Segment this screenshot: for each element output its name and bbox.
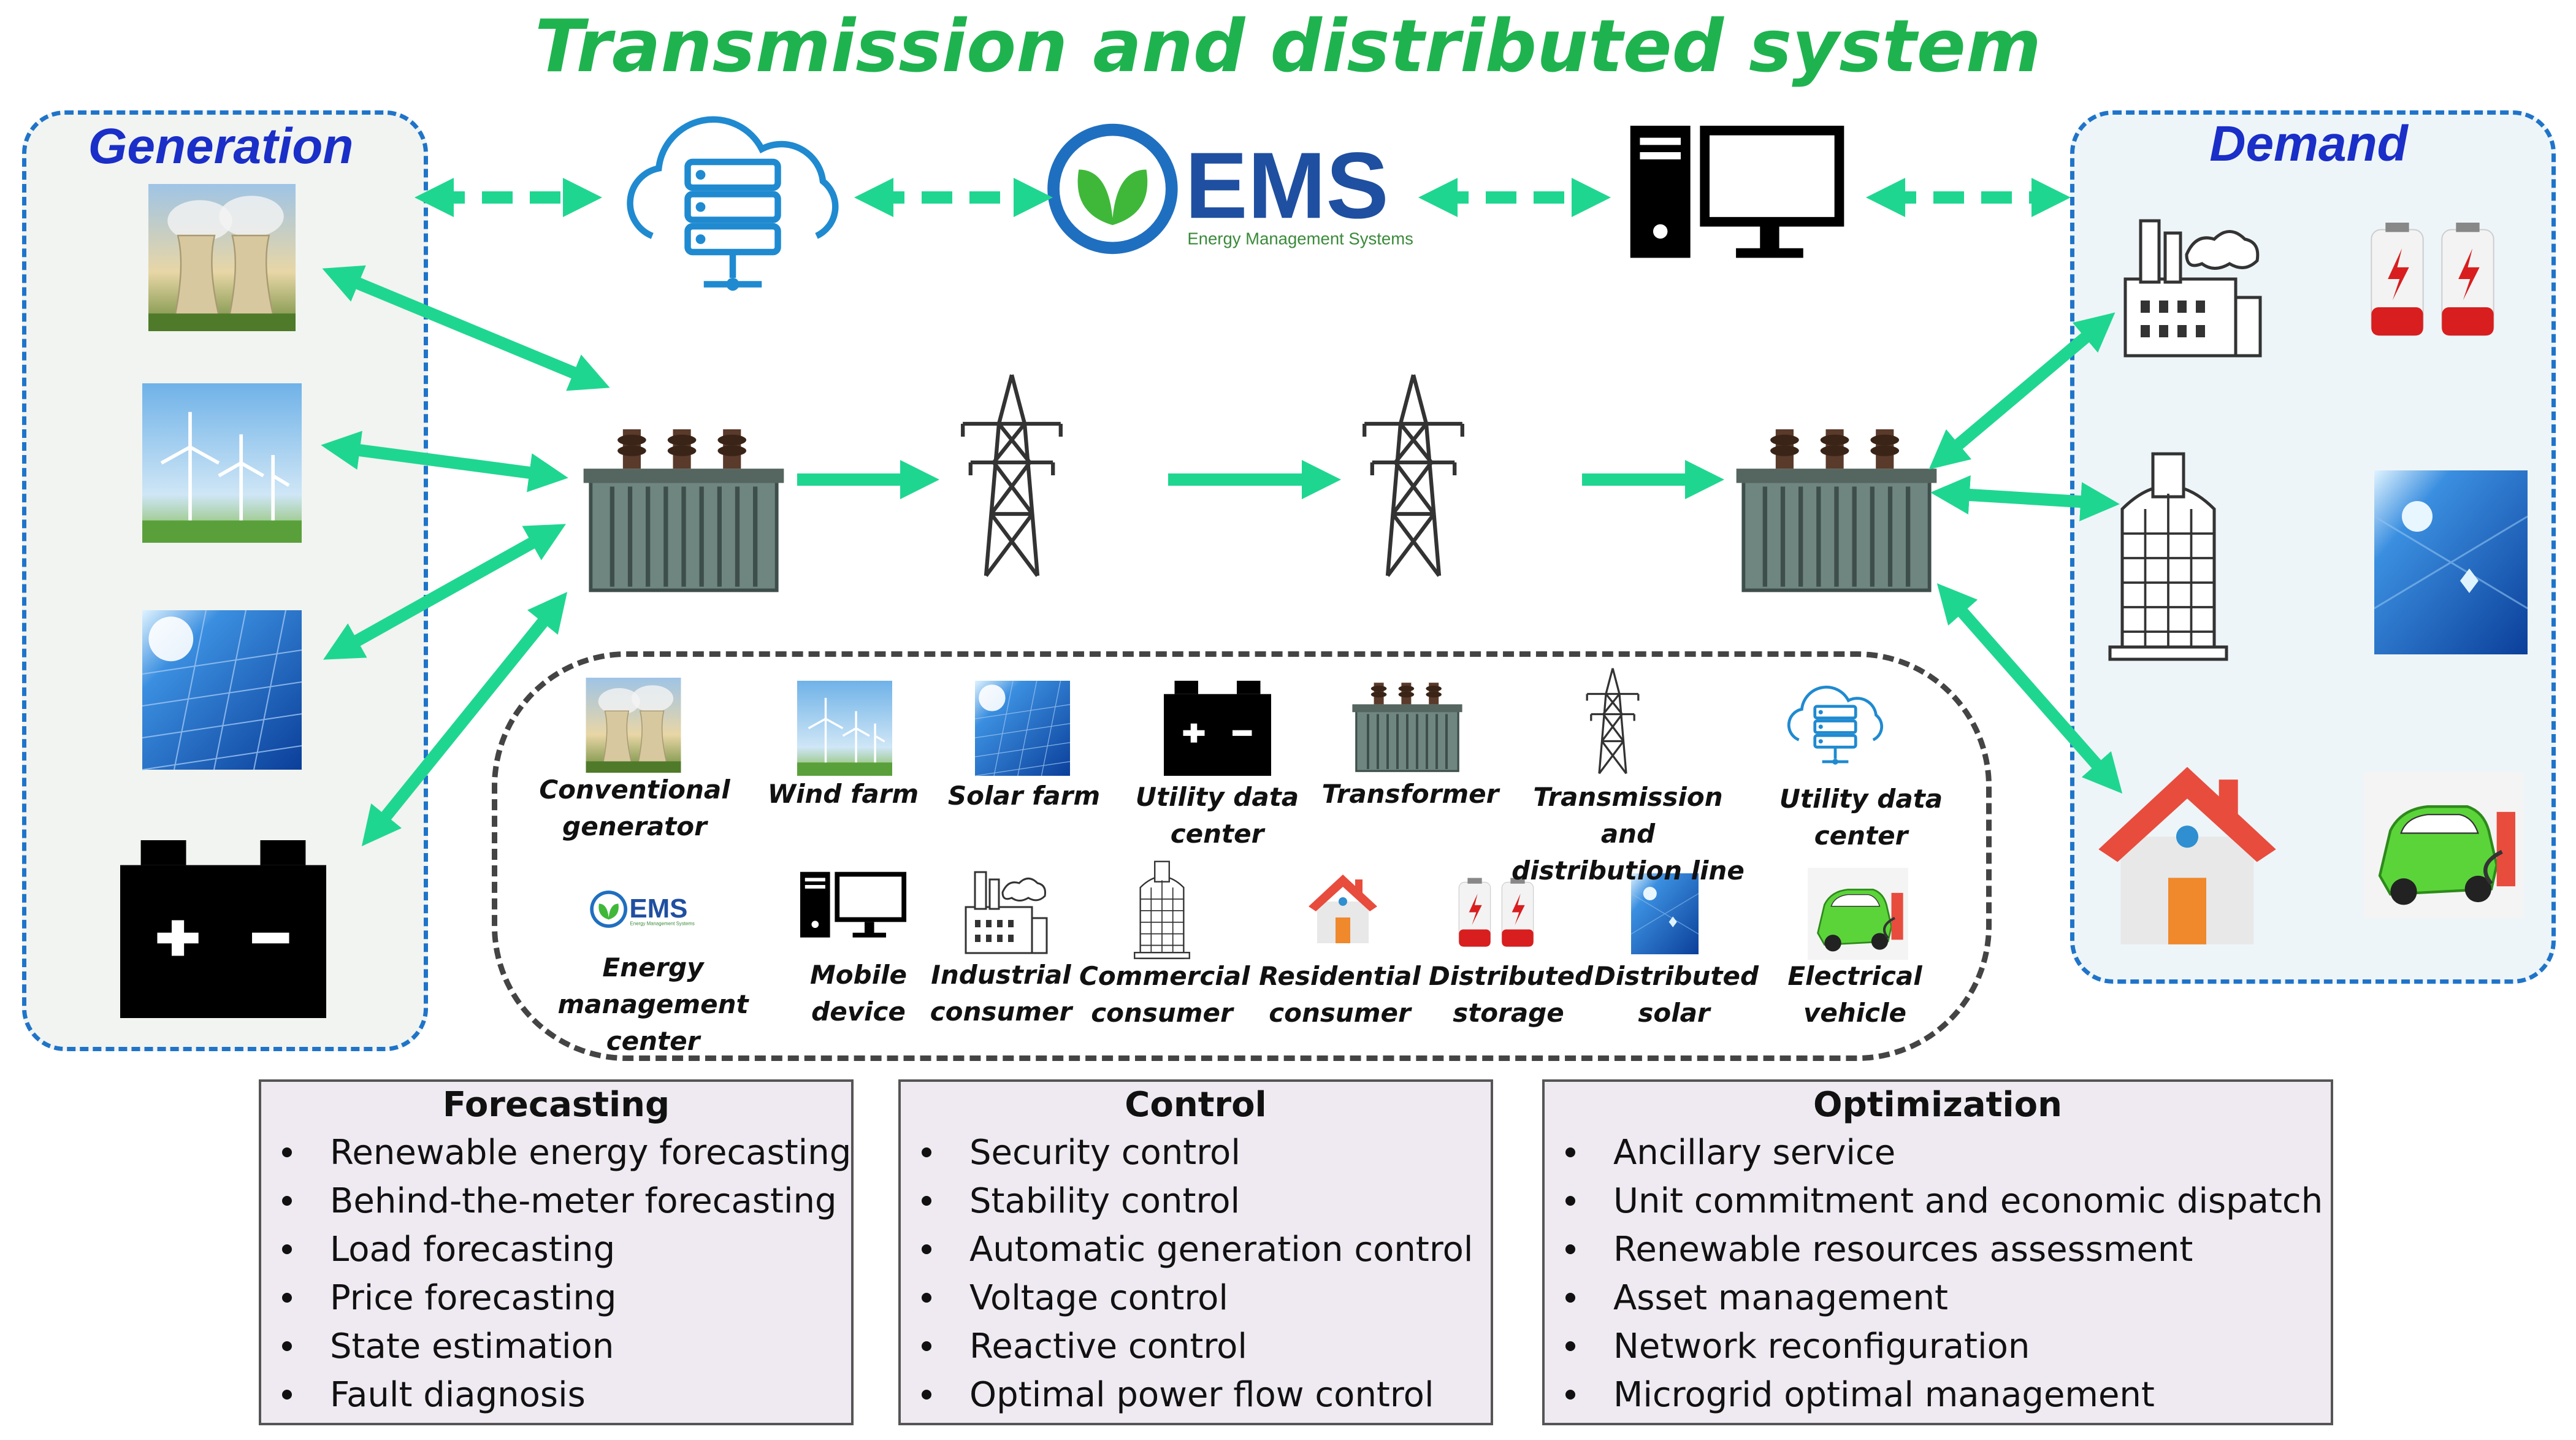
list-item: Unit commitment and economic dispatch (1565, 1177, 2331, 1225)
arrow-battery-transformer (361, 592, 568, 846)
forecasting-title: Forecasting (442, 1085, 670, 1125)
list-item: Reactive control (922, 1322, 1491, 1371)
legend-office-building-icon (1131, 859, 1193, 960)
legend-box (492, 651, 1992, 1061)
list-item: Fault diagnosis (282, 1371, 851, 1419)
forecasting-box: Forecasting Renewable energy forecasting… (259, 1079, 854, 1425)
legend-label: Transmission and distribution line (1512, 782, 1745, 886)
optimization-box: Optimization Ancillary service Unit comm… (1542, 1079, 2333, 1425)
list-item: State estimation (282, 1322, 851, 1371)
legend-computer-icon (800, 862, 908, 954)
control-box: Control Security control Stability contr… (898, 1079, 1493, 1425)
legend-house-icon (1306, 862, 1380, 954)
arrow-wind-transformer (321, 431, 568, 492)
list-item: Security control (922, 1128, 1491, 1177)
optimization-list: Ancillary service Unit commitment and ec… (1545, 1128, 2331, 1419)
legend-label: Wind farm (767, 779, 919, 809)
list-item: Optimal power flow control (922, 1371, 1491, 1419)
legend-wind-farm-icon (794, 681, 895, 776)
forecasting-list: Renewable energy forecasting Behind-the-… (261, 1128, 851, 1419)
list-item: Network reconfiguration (1565, 1322, 2331, 1371)
demand-title: Demand (2209, 116, 2408, 172)
legend-label: Distributed solar (1594, 961, 1759, 1028)
legend-power-plant-icon (581, 678, 686, 773)
legend-electric-vehicle-icon (1803, 868, 1913, 960)
list-item: Asset management (1565, 1274, 2331, 1322)
legend-label: Distributed storage (1429, 961, 1594, 1028)
list-item: Behind-the-meter forecasting (282, 1177, 851, 1225)
list-item: Voltage control (922, 1274, 1491, 1322)
arrow-plant-transformer (322, 265, 610, 391)
list-item: Microgrid optimal management (1565, 1371, 2331, 1419)
legend-ems-logo-icon (589, 868, 699, 951)
legend-solar-panel-icon (975, 678, 1070, 779)
legend-label: Solar farm (947, 781, 1101, 811)
legend-label: Utility data center (1135, 782, 1299, 849)
legend-label: Energy management center (557, 952, 749, 1056)
legend-label: Mobile device (810, 960, 907, 1027)
list-item: Renewable resources assessment (1565, 1225, 2331, 1274)
legend-transmission-tower-icon (1579, 661, 1646, 781)
arrow-solar-transformer (323, 524, 566, 660)
legend-factory-icon (957, 862, 1049, 960)
legend-transformer-icon (1340, 681, 1475, 779)
legend-label: Utility data center (1779, 784, 1943, 851)
diagram-title: Transmission and distributed system (535, 4, 2041, 88)
control-title: Control (1125, 1085, 1267, 1125)
legend-label: Commercial consumer (1079, 961, 1250, 1028)
legend-label: Electrical vehicle (1787, 961, 1922, 1028)
arrow-transformer-commercial (1930, 475, 2120, 521)
control-list: Security control Stability control Autom… (901, 1128, 1491, 1419)
legend-label: Industrial consumer (930, 960, 1072, 1027)
generation-title: Generation (88, 118, 354, 174)
legend-cloud-server-icon (1777, 675, 1894, 779)
list-item: Renewable energy forecasting (282, 1128, 851, 1177)
list-item: Ancillary service (1565, 1128, 2331, 1177)
legend-label: Transformer (1321, 779, 1499, 809)
list-item: Price forecasting (282, 1274, 851, 1322)
legend-battery-icon (1164, 681, 1271, 776)
arrow-transformer-residential (1936, 583, 2123, 794)
arrow-transformer-industrial (1928, 312, 2115, 470)
legend-label: Conventional generator (539, 775, 730, 841)
legend-label: Residential consumer (1259, 961, 1421, 1028)
list-item: Automatic generation control (922, 1225, 1491, 1274)
list-item: Load forecasting (282, 1225, 851, 1274)
optimization-title: Optimization (1813, 1085, 2062, 1125)
list-item: Stability control (922, 1177, 1491, 1225)
